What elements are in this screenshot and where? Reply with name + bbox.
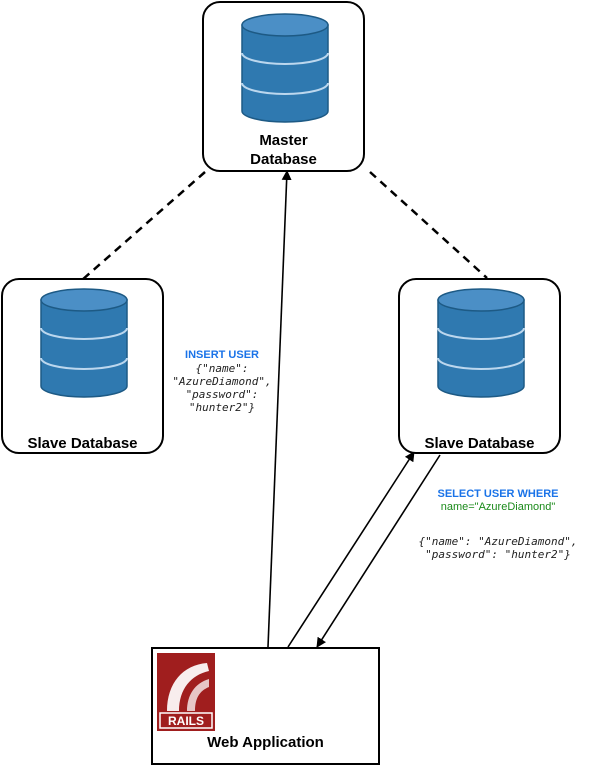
insert-query-annotation: INSERT USER {"name": "AzureDiamond", "pa… xyxy=(164,349,280,414)
select-query-title: SELECT USER WHERE xyxy=(437,488,559,500)
insert-query-title: INSERT USER xyxy=(185,349,259,361)
master-label-line2: Database xyxy=(250,151,317,168)
select-query-condition: name="AzureDiamond" xyxy=(440,501,556,513)
slave-database-right-node: Slave Database xyxy=(398,278,561,454)
rails-logo-icon: RAILS xyxy=(157,653,215,731)
insert-payload-line: "password": xyxy=(185,388,259,401)
slave-database-left-node: Slave Database xyxy=(1,278,164,454)
database-icon xyxy=(40,288,128,398)
slave-left-label: Slave Database xyxy=(27,435,138,452)
web-application-node: RAILS Web Application xyxy=(151,647,380,765)
response-arrow xyxy=(316,454,441,648)
insert-payload-line: "AzureDiamond", xyxy=(172,375,272,388)
master-database-node: Master Database xyxy=(202,1,365,172)
select-response-annotation: {"name": "AzureDiamond", "password": "hu… xyxy=(400,535,596,561)
replication-link-left xyxy=(81,171,206,281)
insert-arrow xyxy=(267,170,292,648)
master-label-line1: Master xyxy=(259,132,308,149)
database-icon xyxy=(241,13,329,123)
select-query-annotation: SELECT USER WHERE name="AzureDiamond" xyxy=(418,488,578,514)
insert-payload-line: {"name": xyxy=(195,362,249,375)
insert-payload-line: "hunter2"} xyxy=(188,401,256,414)
select-arrow xyxy=(287,451,415,648)
rails-logo-text: RAILS xyxy=(168,714,204,728)
replication-link-right xyxy=(369,171,488,279)
web-app-label: Web Application xyxy=(207,734,324,751)
slave-right-label: Slave Database xyxy=(424,435,535,452)
response-payload-line: {"name": "AzureDiamond", xyxy=(418,535,578,548)
database-icon xyxy=(437,288,525,398)
response-payload-line: "password": "hunter2"} xyxy=(425,548,571,561)
